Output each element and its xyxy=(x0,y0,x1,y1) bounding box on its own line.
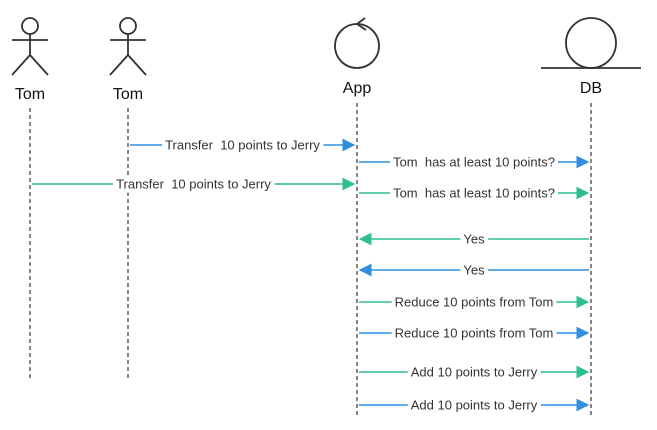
control-icon xyxy=(334,17,380,69)
message-label: Tom has at least 10 points? xyxy=(393,186,555,201)
participant-app: App xyxy=(334,17,380,418)
actor-icon xyxy=(109,17,147,76)
message: Transfer 10 points to Jerry xyxy=(32,175,356,193)
message: Tom has at least 10 points? xyxy=(359,153,590,171)
message: Add 10 points to Jerry xyxy=(359,363,590,381)
participant-db: DB xyxy=(541,17,641,418)
participant-label: Tom xyxy=(15,86,45,103)
message-label-background xyxy=(407,363,541,381)
entity-icon xyxy=(541,17,641,69)
message-label: Reduce 10 points from Tom xyxy=(395,326,554,341)
message: Reduce 10 points from Tom xyxy=(359,324,590,342)
participant-label: App xyxy=(343,80,372,97)
message-label-background xyxy=(407,396,541,414)
participant-label: Tom xyxy=(113,86,143,103)
message-label: Transfer 10 points to Jerry xyxy=(165,138,320,153)
participant-label: DB xyxy=(580,80,602,97)
message-label: Yes xyxy=(463,263,485,278)
participant-tom-2: Tom xyxy=(109,17,147,378)
message-label: Add 10 points to Jerry xyxy=(411,365,538,380)
message: Tom has at least 10 points? xyxy=(359,184,590,202)
message-label: Add 10 points to Jerry xyxy=(411,398,538,413)
message-label-background xyxy=(162,136,324,154)
message-label: Tom has at least 10 points? xyxy=(393,155,555,170)
message-label-background xyxy=(460,261,489,279)
message-label-background xyxy=(460,230,489,248)
message-label-background xyxy=(113,175,275,193)
message-label-background xyxy=(391,293,557,311)
message-label-background xyxy=(390,184,558,202)
message-label: Reduce 10 points from Tom xyxy=(395,295,554,310)
message: Yes xyxy=(358,230,589,248)
message: Yes xyxy=(358,261,589,279)
message-label-background xyxy=(390,153,558,171)
actor-icon xyxy=(11,17,49,76)
message: Reduce 10 points from Tom xyxy=(359,293,590,311)
message: Transfer 10 points to Jerry xyxy=(130,136,356,154)
message-label: Yes xyxy=(463,232,485,247)
participant-tom-1: Tom xyxy=(11,17,49,378)
message-label: Transfer 10 points to Jerry xyxy=(116,177,271,192)
message-label-background xyxy=(391,324,557,342)
message: Add 10 points to Jerry xyxy=(359,396,590,414)
